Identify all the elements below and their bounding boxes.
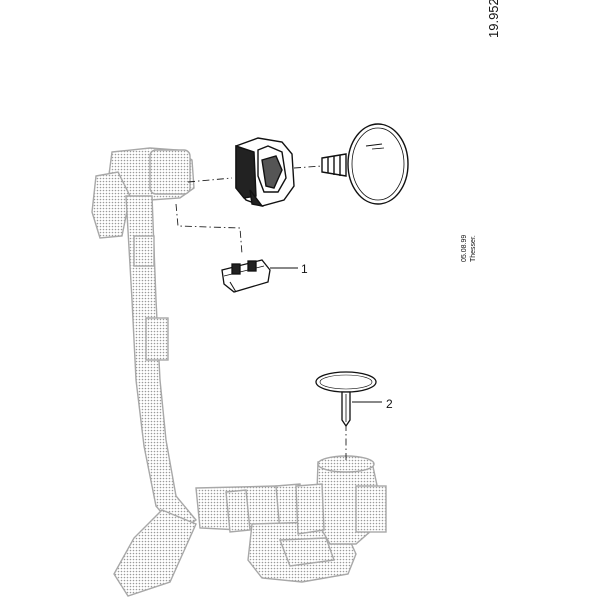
ghosted-waste-overflow-assembly	[91, 147, 387, 597]
assembly-axis-lines	[175, 165, 347, 462]
overflow-cover-plate	[321, 123, 409, 205]
part-1-clip	[221, 259, 298, 293]
part-2-plug	[315, 371, 382, 428]
callout-label-2: 2	[386, 397, 393, 411]
callout-label-1: 1	[301, 262, 308, 276]
drawing-number: 19.952	[486, 0, 501, 38]
drawing-date: 05.08.99	[461, 234, 468, 262]
handle-housing	[235, 137, 295, 208]
drawing-author: Thesser.	[470, 235, 477, 262]
